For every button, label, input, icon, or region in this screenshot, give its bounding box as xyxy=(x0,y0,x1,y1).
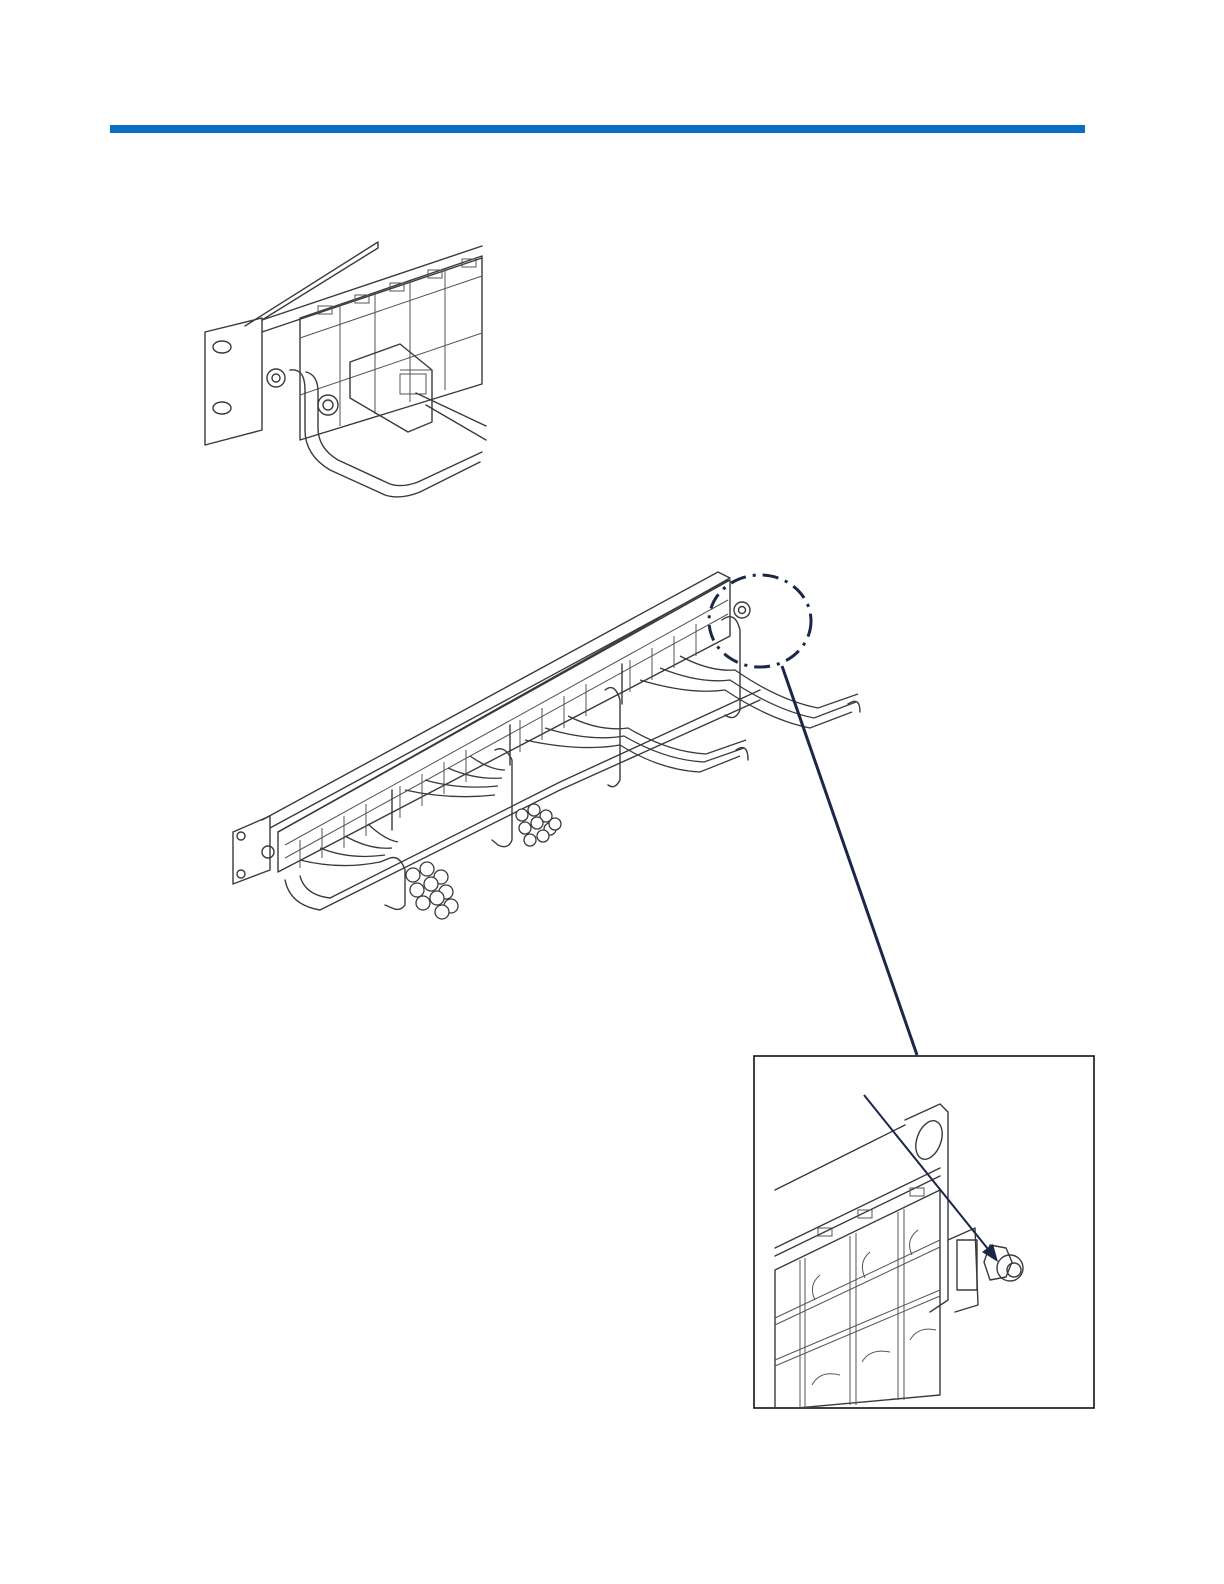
top-detail-illustration xyxy=(205,242,486,497)
cable-group-3 xyxy=(525,688,748,787)
zoom-inset-frame xyxy=(754,1056,1094,1410)
cable-group-4 xyxy=(640,617,860,728)
main-patch-panel-illustration xyxy=(233,572,860,919)
callout-circle xyxy=(709,575,811,667)
callout-leader-line xyxy=(782,666,917,1055)
cable-bundle-2 xyxy=(405,749,561,847)
cable-bundle-1 xyxy=(300,824,458,919)
